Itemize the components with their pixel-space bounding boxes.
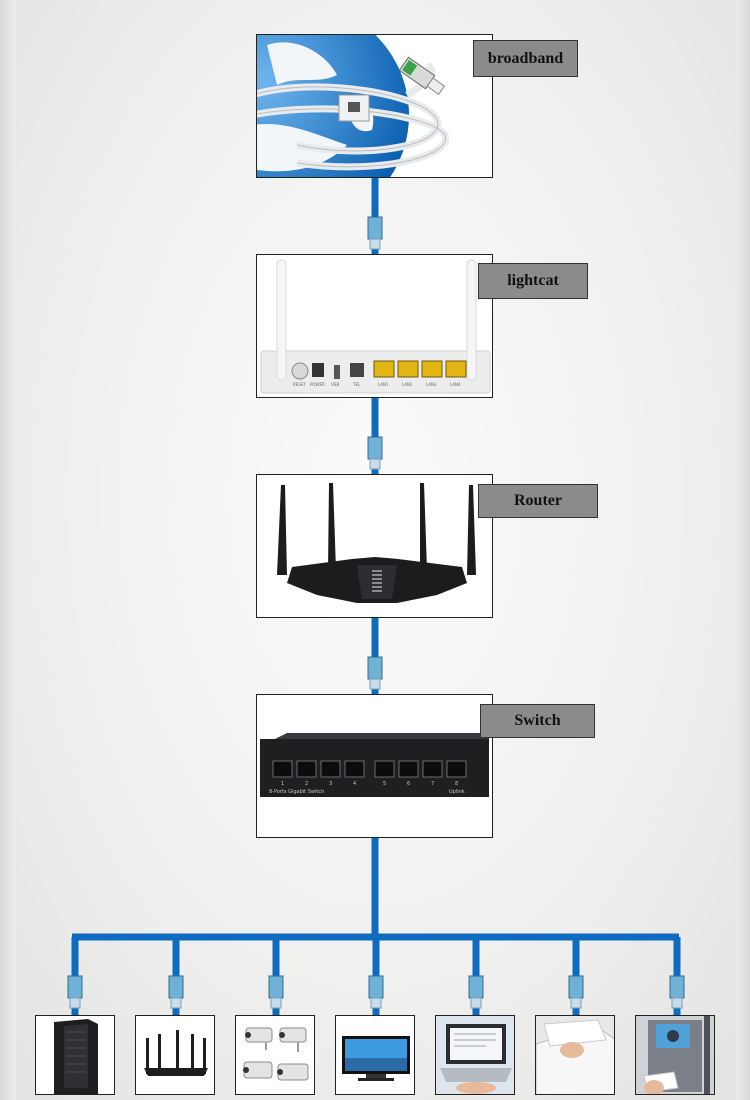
port-number: 3	[329, 781, 332, 787]
switch-icon: 1 2 3 4 5 6 7 8 8-Ports Gigabit Switch U…	[260, 733, 489, 797]
rj45-plug-icon	[669, 975, 685, 1009]
globe-cable-icon	[257, 35, 449, 177]
device-switch: 1 2 3 4 5 6 7 8 8-Ports Gigabit Switch U…	[256, 694, 493, 838]
laptop-icon	[436, 1016, 514, 1094]
cctv-camera-icon	[243, 1027, 309, 1081]
device-lightcat: RESET POWER USB TEL LAN1 LAN2 LAN3 LAN4	[256, 254, 493, 398]
device-router	[256, 474, 493, 618]
access-control-icon	[636, 1016, 714, 1094]
left-shadow-edge	[0, 0, 16, 1100]
router-icon	[277, 483, 476, 603]
modem-port-label: LAN4	[450, 382, 461, 387]
rj45-plug-icon	[268, 975, 284, 1009]
endpoint-wifi-router	[135, 1015, 215, 1095]
optical-modem-icon: RESET POWER USB TEL LAN1 LAN2 LAN3 LAN4	[260, 259, 491, 394]
rj45-plug-icon	[368, 975, 384, 1009]
endpoint-laptop	[435, 1015, 515, 1095]
printer-icon	[536, 1016, 614, 1094]
modem-port-label: RESET	[293, 382, 306, 387]
rj45-plug-icon	[568, 975, 584, 1009]
endpoint-server	[35, 1015, 115, 1095]
rj45-plug-icon	[367, 216, 383, 250]
modem-port-label: LAN1	[378, 382, 389, 387]
right-shadow-edge	[736, 0, 750, 1100]
label-switch: Switch	[480, 704, 595, 738]
port-number: 8	[455, 781, 458, 787]
rj45-plug-icon	[367, 436, 383, 470]
device-broadband	[256, 34, 493, 178]
rj45-plug-icon	[168, 975, 184, 1009]
port-number: 6	[407, 781, 410, 787]
endpoint-monitor	[335, 1015, 415, 1095]
port-number: 4	[353, 781, 356, 787]
rj45-plugs	[67, 216, 685, 1009]
monitor-icon	[342, 1036, 410, 1081]
endpoint-cctv	[235, 1015, 315, 1095]
modem-port-label: TEL	[352, 382, 361, 387]
modem-port-label: POWER	[310, 382, 325, 387]
uplink-label: Uplink	[449, 789, 465, 795]
modem-port-label: LAN2	[402, 382, 413, 387]
port-number: 2	[305, 781, 308, 787]
label-broadband: broadband	[473, 40, 578, 77]
switch-caption: 8-Ports Gigabit Switch	[269, 789, 324, 795]
label-lightcat: lightcat	[478, 263, 588, 299]
modem-port-label: LAN3	[426, 382, 437, 387]
label-router: Router	[478, 484, 598, 518]
endpoint-printer	[535, 1015, 615, 1095]
port-number: 7	[431, 781, 434, 787]
port-number: 5	[383, 781, 386, 787]
rj45-plug-icon	[67, 975, 83, 1009]
wifi-router-icon	[144, 1030, 208, 1076]
server-icon	[54, 1019, 98, 1094]
rj45-plug-icon	[367, 656, 383, 690]
port-number: 1	[281, 781, 284, 787]
rj45-plug-icon	[468, 975, 484, 1009]
endpoint-access-control	[635, 1015, 715, 1095]
modem-port-label: USB	[331, 382, 339, 387]
